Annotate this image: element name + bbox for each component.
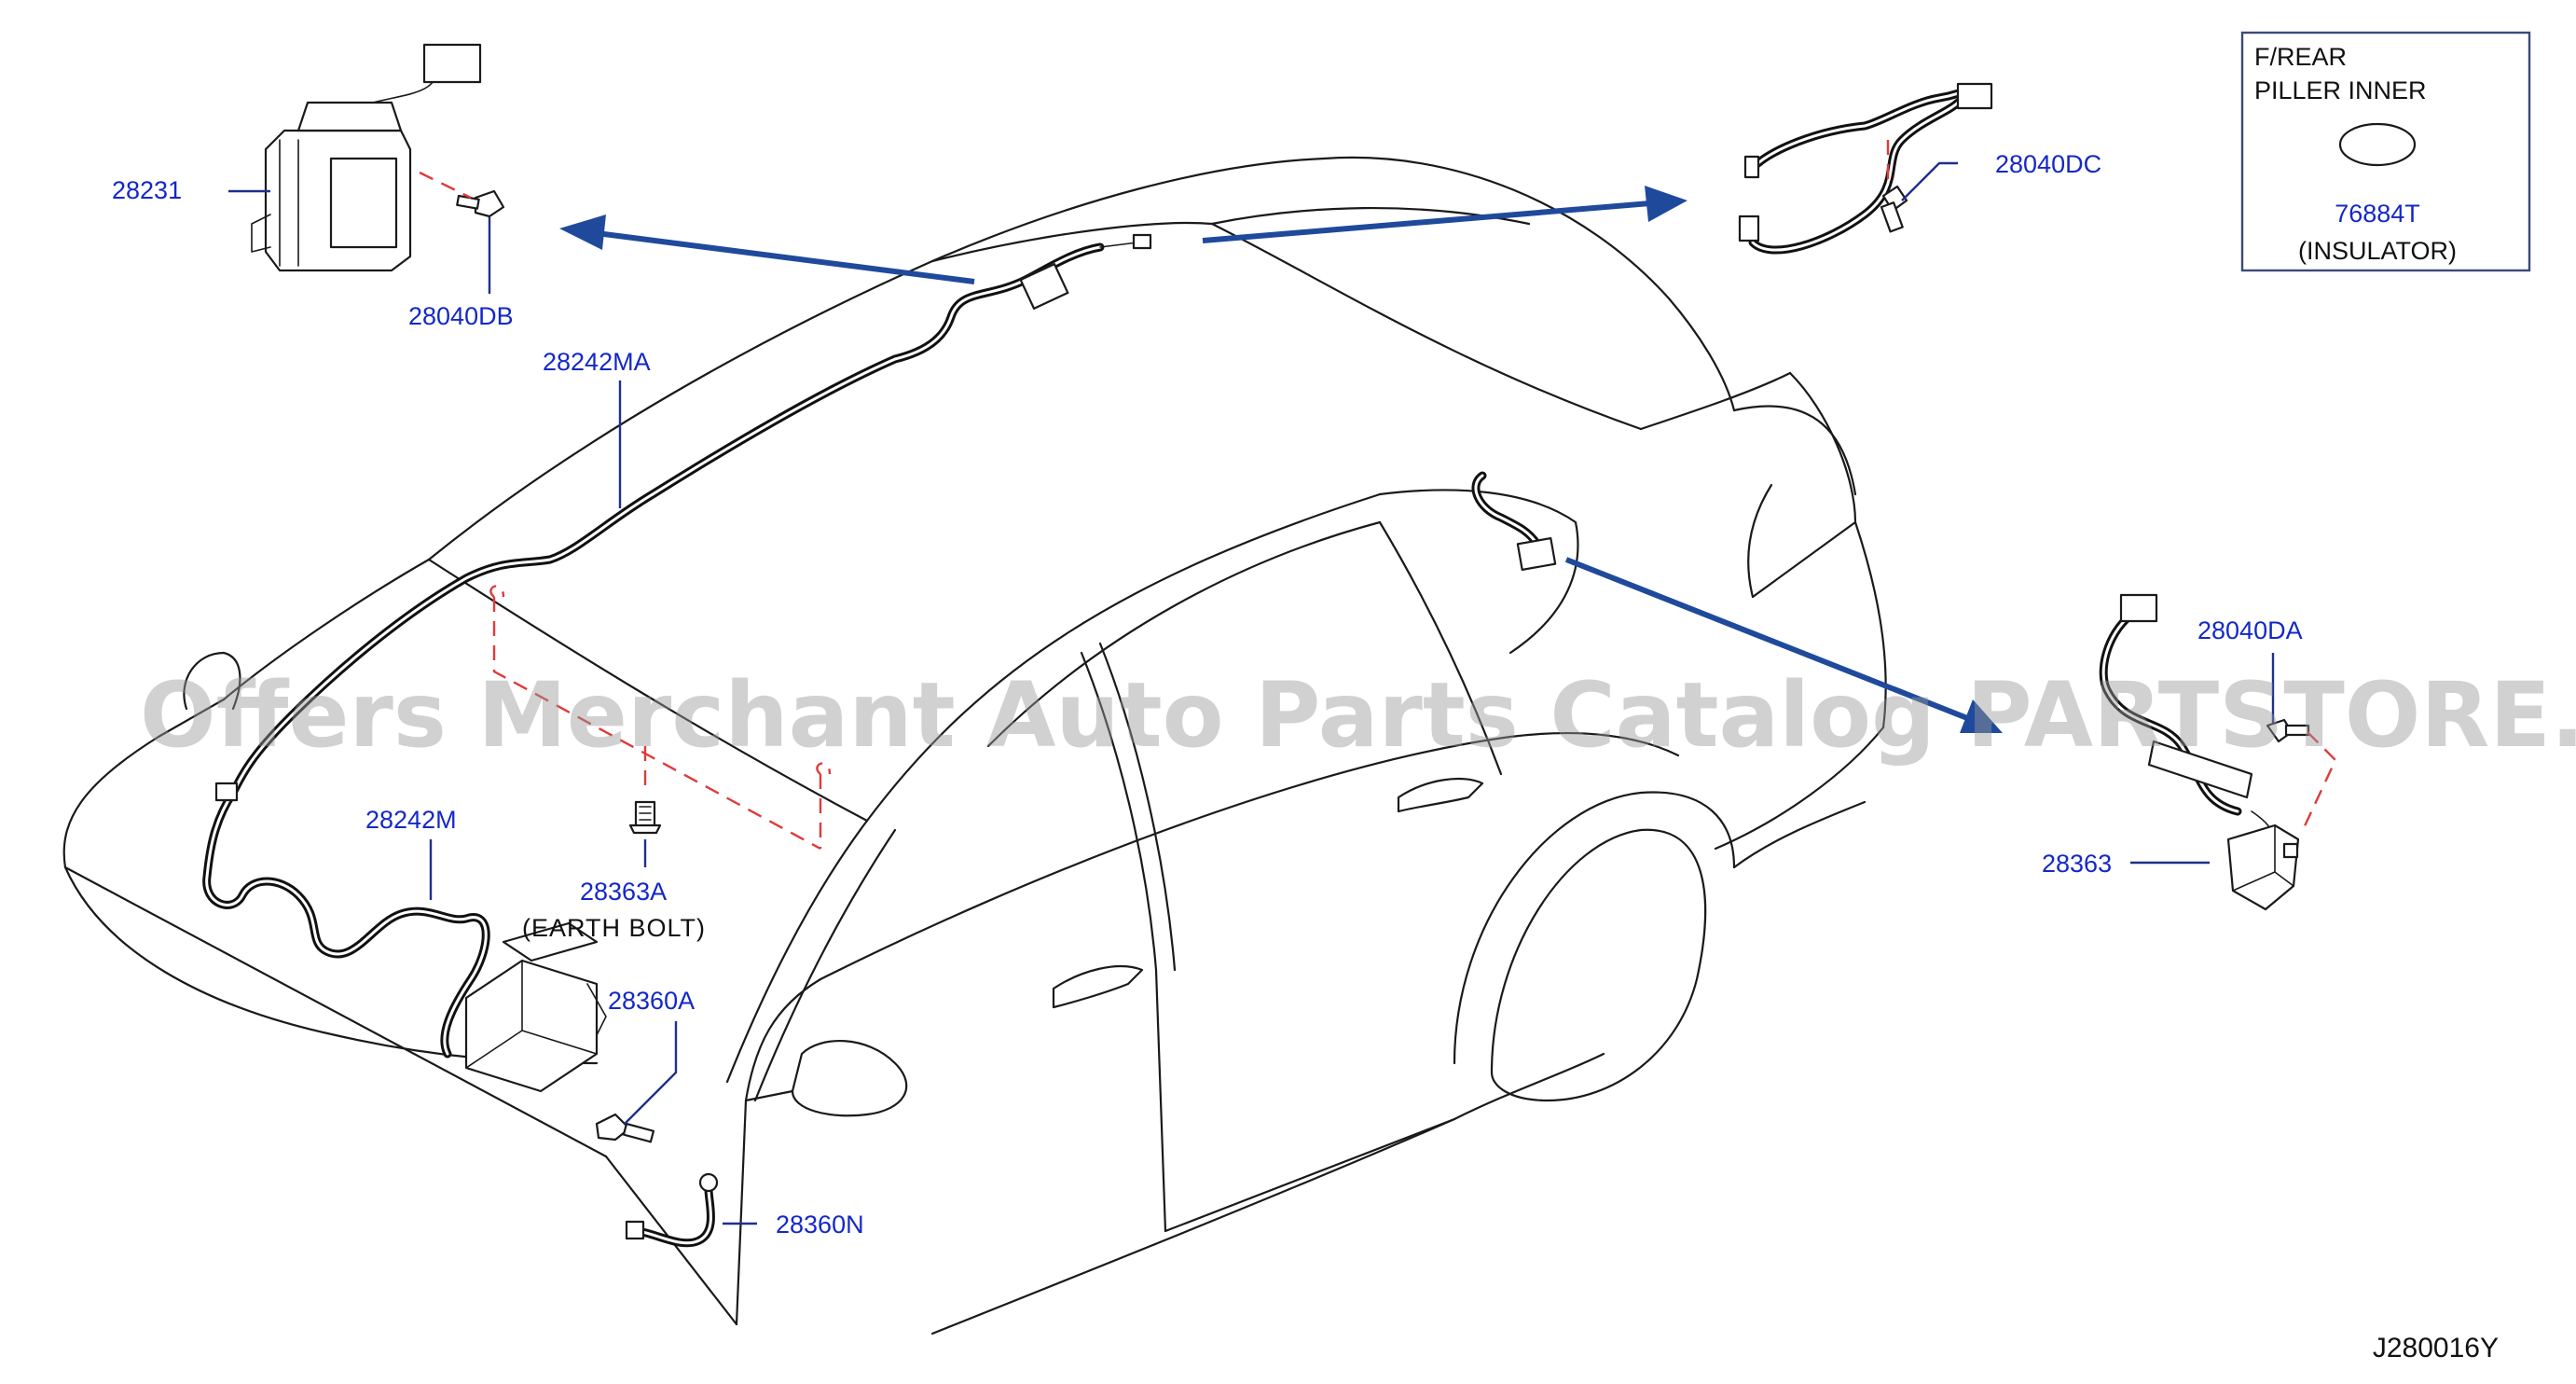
harness-28242MA — [228, 233, 1152, 797]
callouts: 28231 28040DB 28242MA 28040DC 28242M 283… — [112, 150, 2303, 1239]
screw-28040DA — [2266, 718, 2310, 743]
watermark: Offers Merchant Auto Parts Catalog PARTS… — [140, 663, 2576, 768]
earth-bolt-28363A — [628, 800, 662, 835]
callout-28363[interactable]: 28363 — [2042, 850, 2112, 878]
callout-28363A[interactable]: 28363A — [580, 878, 667, 906]
inset-box: F/REAR PILLER INNER 76884T (INSULATOR) — [2240, 31, 2531, 272]
sensor-28363 — [2099, 593, 2300, 911]
insulator-icon — [2338, 122, 2417, 167]
inset-part-desc: (INSULATOR) — [2298, 237, 2457, 265]
callout-28242MA[interactable]: 28242MA — [543, 348, 651, 376]
callout-28363A-desc: (EARTH BOLT) — [522, 914, 706, 942]
callout-28040DC[interactable]: 28040DC — [1995, 150, 2101, 178]
inset-line2: PILLER INNER — [2254, 76, 2427, 104]
callout-28360N[interactable]: 28360N — [776, 1211, 864, 1239]
direction-arrows — [559, 186, 2003, 733]
diagram-code: J280016Y — [2373, 1333, 2499, 1363]
screw-28040DB — [456, 189, 505, 218]
rear-connector — [1471, 471, 1557, 572]
callout-28040DB[interactable]: 28040DB — [408, 302, 514, 330]
callout-28040DA[interactable]: 28040DA — [2197, 616, 2303, 644]
module-28360A — [464, 921, 607, 1093]
ground-wire-28360N — [625, 1172, 719, 1248]
callout-28360A[interactable]: 28360A — [608, 987, 695, 1015]
harness-28242M — [202, 782, 490, 1059]
harness-28040DC — [1738, 82, 1993, 255]
callout-28231[interactable]: 28231 — [112, 176, 182, 204]
assembly-lines — [419, 140, 2337, 851]
callout-28242M[interactable]: 28242M — [365, 806, 457, 834]
leader-lines — [228, 161, 2379, 1225]
inset-part-number: 76884T — [2335, 200, 2420, 228]
control-unit-28231 — [251, 43, 482, 272]
bolt-28360A — [595, 1113, 655, 1143]
inset-line1: F/REAR — [2254, 43, 2347, 71]
